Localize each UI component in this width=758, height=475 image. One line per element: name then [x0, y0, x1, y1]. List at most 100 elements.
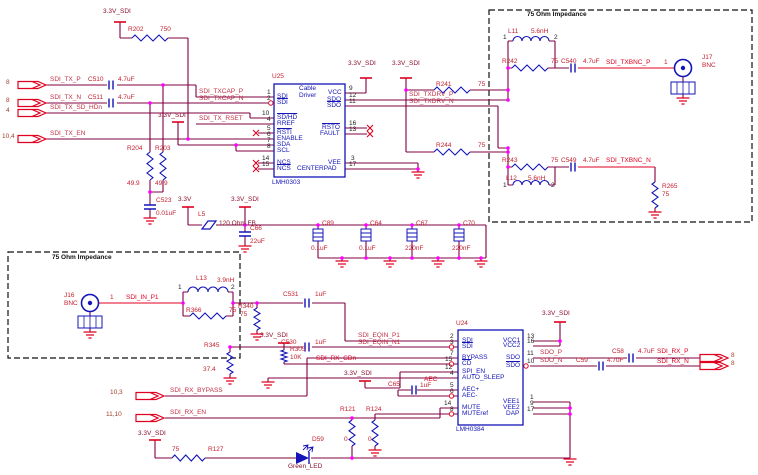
- no-connect-icon: [366, 124, 374, 132]
- bnc-j16-icon: [80, 293, 100, 313]
- ground-icon: [335, 260, 349, 268]
- junction-dot: [350, 416, 354, 420]
- resistor-r127-icon: [171, 454, 206, 462]
- ground-icon: [83, 331, 97, 339]
- resistor-r243-icon: [511, 163, 549, 171]
- bnc-shield-j16-icon: [77, 315, 103, 329]
- resistor-r340-icon: [252, 307, 262, 331]
- junction-dot: [457, 256, 461, 260]
- inductor-l12-icon: [512, 179, 550, 186]
- junction-dot: [568, 406, 572, 410]
- junction-dot: [316, 223, 320, 227]
- junction-dot: [506, 146, 510, 150]
- port-arrow-icon: [699, 361, 730, 371]
- capacitor-c58-icon: [628, 353, 634, 363]
- junction-dot: [388, 256, 392, 260]
- ground-icon: [411, 171, 425, 179]
- resistor-r241-icon: [433, 86, 471, 94]
- pin-bubble-icon: [448, 411, 455, 417]
- ground-icon: [238, 245, 252, 253]
- junction-dot: [506, 98, 510, 102]
- junction-dot: [228, 345, 232, 349]
- capacitor-c64-icon: [360, 228, 372, 242]
- impedance-box-tx: [488, 9, 753, 223]
- bnc-j17-icon: [673, 58, 693, 78]
- ferrite-bead-l5-icon: [200, 220, 218, 230]
- port-arrow-icon: [17, 108, 48, 118]
- junction-dot: [148, 101, 152, 105]
- pin-bubble-icon: [448, 361, 455, 367]
- capacitor-c70-icon: [453, 228, 465, 242]
- junction-dot: [436, 256, 440, 260]
- port-arrow-icon: [135, 413, 166, 423]
- pin-bubble-icon: [268, 100, 274, 106]
- capacitor-c530-icon: [304, 342, 310, 352]
- no-connect-icon: [252, 159, 260, 167]
- junction-dot: [340, 256, 344, 260]
- resistor-r121-icon: [348, 419, 356, 447]
- led-d59-icon: [296, 444, 314, 464]
- resistor-r305-icon: [279, 349, 289, 363]
- no-connect-icon: [366, 130, 374, 138]
- ground-icon: [250, 333, 264, 341]
- resistor-r345-icon: [225, 351, 235, 375]
- junction-dot: [506, 150, 510, 154]
- resistor-r265-icon: [651, 181, 659, 209]
- inductor-l13-icon: [187, 286, 229, 293]
- junction-dot: [231, 301, 235, 305]
- resistor-r242-icon: [511, 64, 549, 72]
- junction-dot: [410, 256, 414, 260]
- junction-dot: [181, 301, 185, 305]
- junction-dot: [148, 190, 152, 194]
- pin-bubble-icon: [523, 363, 529, 369]
- resistor-r244-icon: [433, 148, 471, 156]
- junction-dot: [404, 88, 408, 92]
- ground-icon: [143, 217, 157, 225]
- ic-u24: [457, 329, 524, 426]
- capacitor-c65-icon: [411, 385, 417, 395]
- capacitor-c511-icon: [108, 98, 114, 108]
- capacitor-c523-icon: [144, 204, 156, 210]
- junction-dot: [568, 412, 572, 416]
- junction-dot: [558, 339, 562, 343]
- wires-red: [99, 67, 674, 304]
- junction-dot: [255, 301, 259, 305]
- junction-dot: [457, 223, 461, 227]
- port-arrow-icon: [17, 98, 48, 108]
- resistor-r203-icon: [159, 151, 167, 181]
- no-connect-icon: [252, 165, 260, 173]
- pin-bubble-icon: [448, 393, 455, 399]
- junction-dot: [506, 88, 510, 92]
- resistor-r204-icon: [146, 151, 154, 181]
- capacitor-c66-icon: [239, 231, 251, 237]
- ic-u25: [273, 83, 346, 178]
- resistor-r202-icon: [131, 34, 169, 42]
- junction-dot: [410, 223, 414, 227]
- junction-dot: [234, 143, 238, 147]
- ground-icon: [676, 97, 690, 105]
- capacitor-c531-icon: [304, 298, 310, 308]
- inductor-l11-icon: [512, 35, 550, 42]
- port-arrow-icon: [17, 134, 48, 144]
- junction-dot: [506, 165, 510, 169]
- junction-dot: [506, 66, 510, 70]
- impedance-box-rx: [7, 251, 241, 359]
- ground-icon: [223, 377, 237, 385]
- junction-dot: [161, 83, 165, 87]
- resistor-r366-icon: [189, 312, 227, 320]
- capacitor-c540-icon: [570, 63, 576, 73]
- port-arrow-icon: [17, 80, 48, 90]
- ground-icon: [474, 260, 488, 268]
- junction-dot: [186, 137, 190, 141]
- junction-dot: [416, 167, 420, 171]
- capacitor-c549-icon: [570, 162, 576, 172]
- ground-icon: [383, 260, 397, 268]
- ground-icon: [368, 449, 382, 457]
- port-arrow-icon: [699, 353, 730, 363]
- no-connect-icon: [252, 129, 260, 137]
- capacitor-c89-icon: [312, 228, 324, 242]
- capacitor-c59-icon: [598, 361, 604, 371]
- capacitor-c510-icon: [108, 80, 114, 90]
